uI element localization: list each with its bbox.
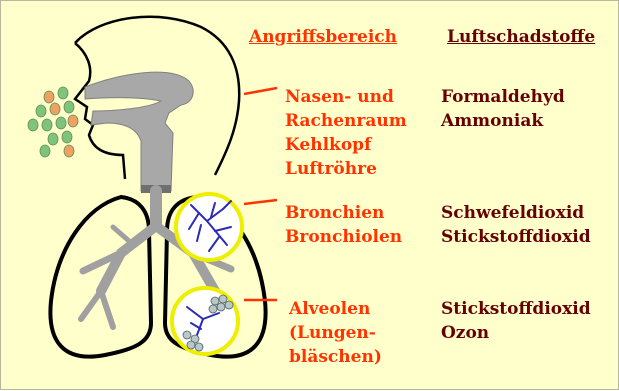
zone-line: Kehlkopf — [285, 133, 407, 157]
zone-line: Alveolen — [289, 297, 382, 321]
alveoli-zoom — [172, 288, 238, 354]
pollutant-name: Stickstoffdioxid — [441, 297, 591, 321]
pollutant-name: Ammoniak — [441, 109, 565, 133]
airway-shape — [85, 72, 193, 191]
pollutants-alveoli: Stickstoffdioxid Ozon — [441, 297, 591, 345]
pointer-line-bronchi — [244, 200, 277, 204]
pollutant-name: Ozon — [441, 321, 591, 345]
pollutant-name: Schwefeldioxid — [441, 201, 591, 225]
zone-column-header: Angriffsbereich — [249, 27, 397, 47]
pollutant-column-header: Luftschadstoffe — [447, 27, 595, 47]
pollutant-particles — [28, 87, 78, 157]
zone-upper-airway: Nasen- und Rachenraum Kehlkopf Luftröhre — [285, 85, 407, 181]
pollutants-upper-airway: Formaldehyd Ammoniak — [441, 85, 565, 133]
zone-line: (Lungen- — [289, 321, 382, 345]
zone-alveoli: Alveolen (Lungen- bläschen) — [289, 297, 382, 369]
zone-line: bläschen) — [289, 345, 382, 369]
left-lung-outline — [50, 197, 151, 357]
zone-line: Luftröhre — [285, 157, 407, 181]
zone-line: Bronchien — [285, 201, 402, 225]
pointer-line-upper-airway — [244, 88, 277, 94]
pollutant-name: Stickstoffdioxid — [441, 225, 591, 249]
pollutant-name: Formaldehyd — [441, 85, 565, 109]
zone-line: Rachenraum — [285, 109, 407, 133]
zone-line: Bronchiolen — [285, 225, 402, 249]
pollutants-bronchi: Schwefeldioxid Stickstoffdioxid — [441, 201, 591, 249]
zone-line: Nasen- und — [285, 85, 407, 109]
zone-bronchi: Bronchien Bronchiolen — [285, 201, 402, 249]
bronchiole-zoom — [176, 194, 242, 260]
